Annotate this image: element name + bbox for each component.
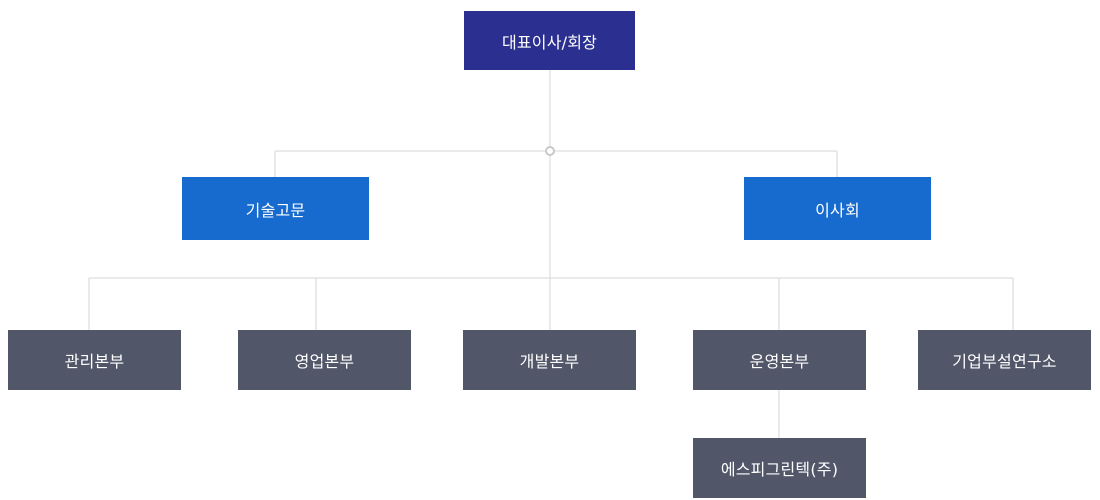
ceo-chairman-box: 대표이사/회장 <box>464 11 635 70</box>
subsidiary-box: 에스피그린텍(주) <box>693 438 866 498</box>
admin-division-box: 관리본부 <box>8 330 181 390</box>
operations-division-label: 운영본부 <box>749 352 810 371</box>
operations-division-box: 운영본부 <box>693 330 866 390</box>
corporate-research-institute-label: 기업부설연구소 <box>952 352 1057 371</box>
admin-division-label: 관리본부 <box>64 352 125 371</box>
corporate-research-institute-box: 기업부설연구소 <box>918 330 1091 390</box>
board-of-directors-label: 이사회 <box>815 200 860 220</box>
board-of-directors-box: 이사회 <box>744 177 931 240</box>
tech-advisor-box: 기술고문 <box>182 177 369 240</box>
tech-advisor-label: 기술고문 <box>245 200 306 220</box>
junction-node <box>545 146 555 156</box>
development-division-label: 개발본부 <box>519 352 580 371</box>
subsidiary-label: 에스피그린텍(주) <box>720 460 839 479</box>
sales-division-box: 영업본부 <box>238 330 411 390</box>
ceo-chairman-label: 대표이사/회장 <box>501 32 598 52</box>
sales-division-label: 영업본부 <box>294 352 355 371</box>
development-division-box: 개발본부 <box>463 330 636 390</box>
